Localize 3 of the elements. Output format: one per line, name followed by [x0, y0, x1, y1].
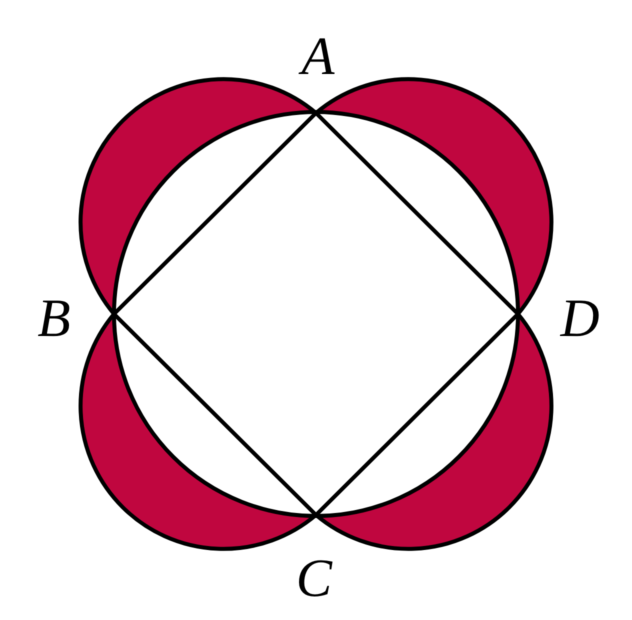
point-label: D — [560, 291, 600, 345]
point-label: C — [296, 551, 332, 605]
point-label: B — [38, 291, 70, 345]
